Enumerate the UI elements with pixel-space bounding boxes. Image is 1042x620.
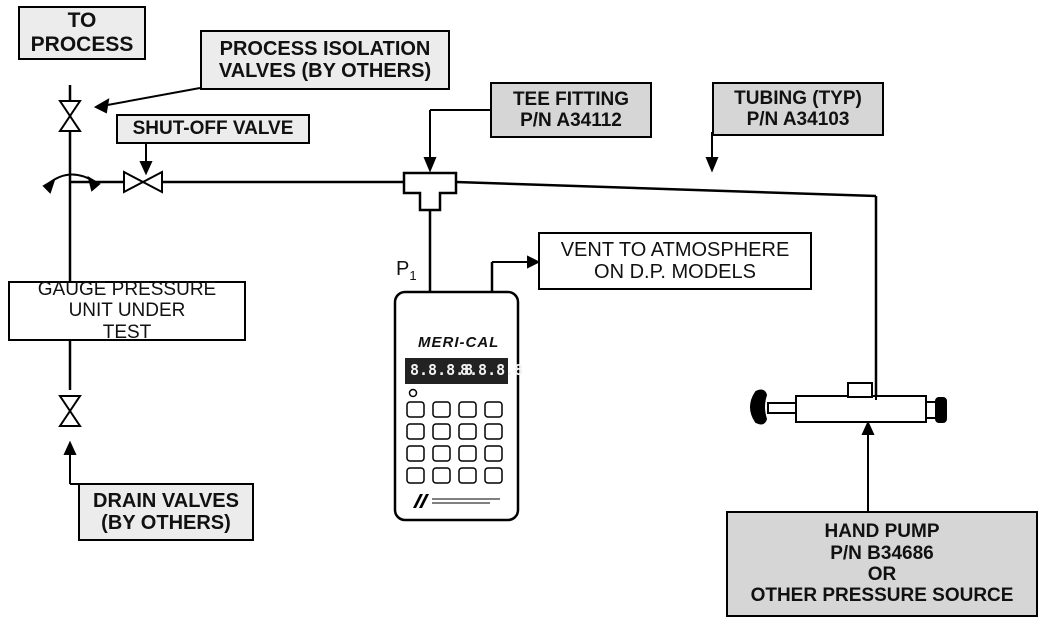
keypad-key	[406, 401, 425, 418]
instrument-display-left: 8.8.8.8	[410, 361, 474, 379]
tubing-line-1: TUBING (TYP)	[734, 87, 862, 109]
hand-pump-line-2: P/N B34686	[830, 542, 934, 564]
keypad-key	[458, 445, 477, 462]
vent-line-2: ON D.P. MODELS	[594, 261, 756, 283]
shutoff-valve-label: SHUT-OFF VALVE	[116, 114, 310, 144]
tee-fitting-line-2: P/N A34112	[520, 110, 622, 131]
keypad-key	[432, 467, 451, 484]
tubing-label: TUBING (TYP) P/N A34103	[712, 82, 884, 136]
keypad-key	[432, 445, 451, 462]
vent-line-1: VENT TO ATMOSPHERE	[560, 238, 790, 261]
instrument-logo-icon	[413, 494, 429, 508]
isolation-valve-icon	[58, 100, 82, 132]
tee-fitting-label: TEE FITTING P/N A34112	[490, 82, 652, 138]
process-isolation-label: PROCESS ISOLATION VALVES (BY OTHERS)	[200, 30, 450, 90]
p1-letter: P	[396, 258, 410, 280]
instrument-brand: MERI-CAL	[418, 334, 500, 351]
to-process-label: TO PROCESS	[18, 6, 146, 60]
drain-valve-icon	[58, 395, 82, 427]
gauge-unit-label: GAUGE PRESSURE UNIT UNDER TEST	[8, 279, 246, 343]
vent-label: VENT TO ATMOSPHERE ON D.P. MODELS	[538, 232, 812, 290]
process-isolation-line-2: VALVES (BY OTHERS)	[218, 60, 432, 82]
main-tubing	[68, 85, 878, 400]
keypad-key	[458, 467, 477, 484]
rotation-arrow-icon	[42, 173, 101, 194]
drain-valves-label: DRAIN VALVES (BY OTHERS)	[78, 483, 254, 541]
tubing-line-2: P/N A34103	[746, 109, 850, 130]
leader-arrows	[63, 87, 875, 512]
tee-fitting-line-1: TEE FITTING	[512, 88, 630, 110]
keypad-key	[432, 401, 451, 418]
keypad-key	[406, 467, 425, 484]
shutoff-valve-icon	[123, 170, 163, 194]
drain-valves-line-2: (BY OTHERS)	[101, 512, 231, 534]
calibrator-instrument	[393, 290, 520, 522]
keypad-key	[458, 401, 477, 418]
keypad-key	[484, 423, 503, 440]
hand-pump-line-4: OTHER PRESSURE SOURCE	[750, 585, 1014, 607]
keypad-key	[432, 423, 451, 440]
hand-pump-line-1: HAND PUMP	[824, 521, 940, 543]
to-process-line-1: TO	[67, 9, 97, 33]
gauge-unit-line-2: UNIT UNDER	[68, 300, 186, 322]
hand-pump-line-3: OR	[867, 564, 897, 585]
keypad-key	[406, 423, 425, 440]
hand-pump-icon	[750, 382, 947, 425]
keypad-key	[484, 401, 503, 418]
keypad-key	[458, 423, 477, 440]
keypad-key	[484, 467, 503, 484]
gauge-unit-line-1: GAUGE PRESSURE	[37, 279, 217, 301]
p1-subscript: 1	[409, 268, 417, 283]
keypad-key	[484, 445, 503, 462]
gauge-unit-line-3: TEST	[102, 321, 152, 343]
shutoff-valve-line-1: SHUT-OFF VALVE	[132, 118, 294, 140]
tee-fitting-icon	[402, 171, 458, 212]
keypad-key	[406, 445, 425, 462]
instrument-display-right: 8.8.8.8	[460, 361, 524, 379]
drain-valves-line-1: DRAIN VALVES	[93, 489, 239, 512]
p1-label: P1	[396, 258, 417, 283]
to-process-line-2: PROCESS	[30, 33, 134, 56]
hand-pump-label: HAND PUMP P/N B34686 OR OTHER PRESSURE S…	[726, 511, 1038, 617]
process-isolation-line-1: PROCESS ISOLATION	[219, 37, 431, 60]
